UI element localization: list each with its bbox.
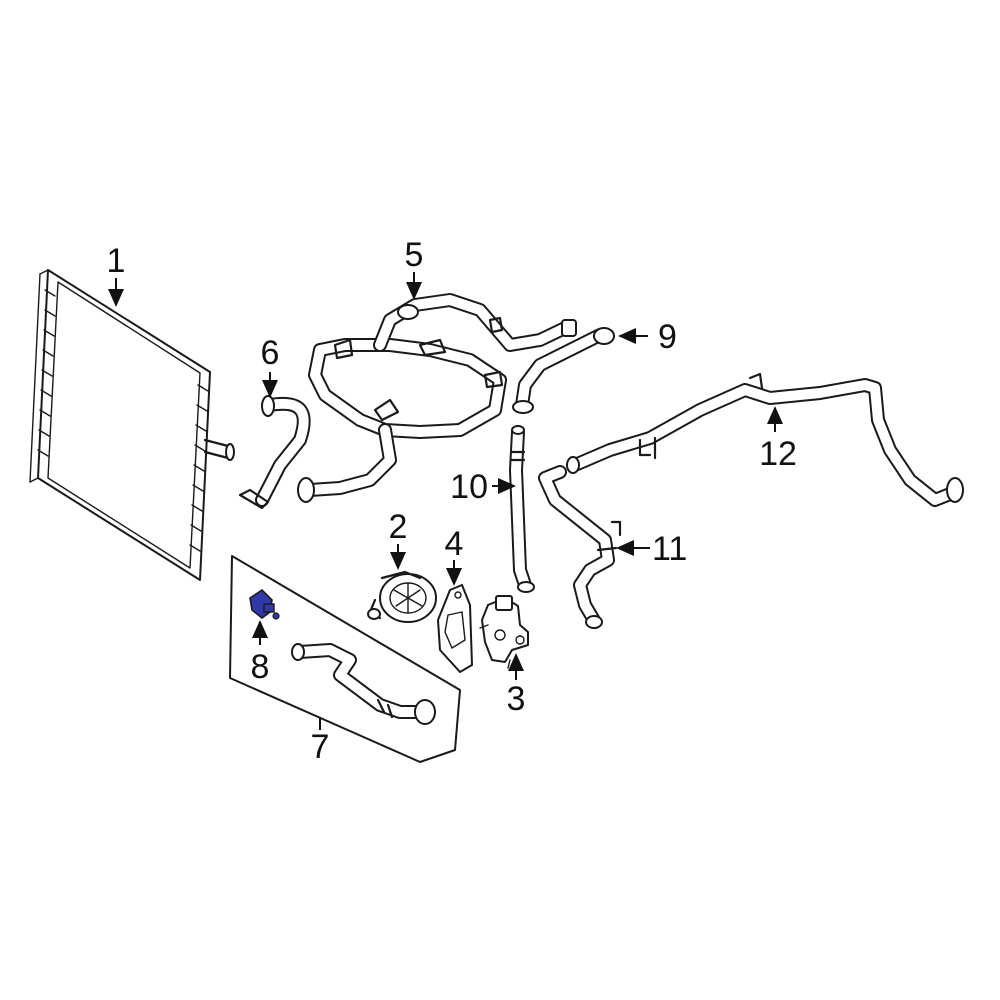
callout-10: 10 xyxy=(450,468,488,506)
callout-5: 5 xyxy=(405,236,424,274)
callout-4: 4 xyxy=(445,525,464,563)
sensor-part-8[interactable] xyxy=(249,588,280,620)
hose-kit-panel-part-7[interactable] xyxy=(229,555,461,763)
callout-1: 1 xyxy=(107,242,126,280)
radiator-part-1[interactable] xyxy=(29,269,235,581)
bracket-part-4[interactable] xyxy=(437,584,473,673)
callout-9: 9 xyxy=(658,318,677,356)
callout-6: 6 xyxy=(261,334,280,372)
callout-3: 3 xyxy=(507,680,526,718)
callout-labels: 1 2 3 4 5 6 7 8 9 10 11 12 xyxy=(107,236,797,766)
hose-part-9[interactable] xyxy=(512,327,615,414)
hose-harness-part-5[interactable] xyxy=(297,293,577,503)
callout-arrows xyxy=(108,272,783,730)
hose-part-10[interactable] xyxy=(509,425,535,593)
callout-7: 7 xyxy=(311,728,330,766)
hose-part-12[interactable] xyxy=(566,372,964,507)
pump-part-2[interactable] xyxy=(367,570,437,623)
callout-2: 2 xyxy=(389,508,408,546)
callout-8: 8 xyxy=(251,648,270,686)
valve-part-3[interactable] xyxy=(479,595,529,669)
callout-12: 12 xyxy=(759,435,797,473)
hose-part-6[interactable] xyxy=(238,395,311,510)
callout-11: 11 xyxy=(652,530,687,568)
hose-part-11[interactable] xyxy=(538,465,622,629)
